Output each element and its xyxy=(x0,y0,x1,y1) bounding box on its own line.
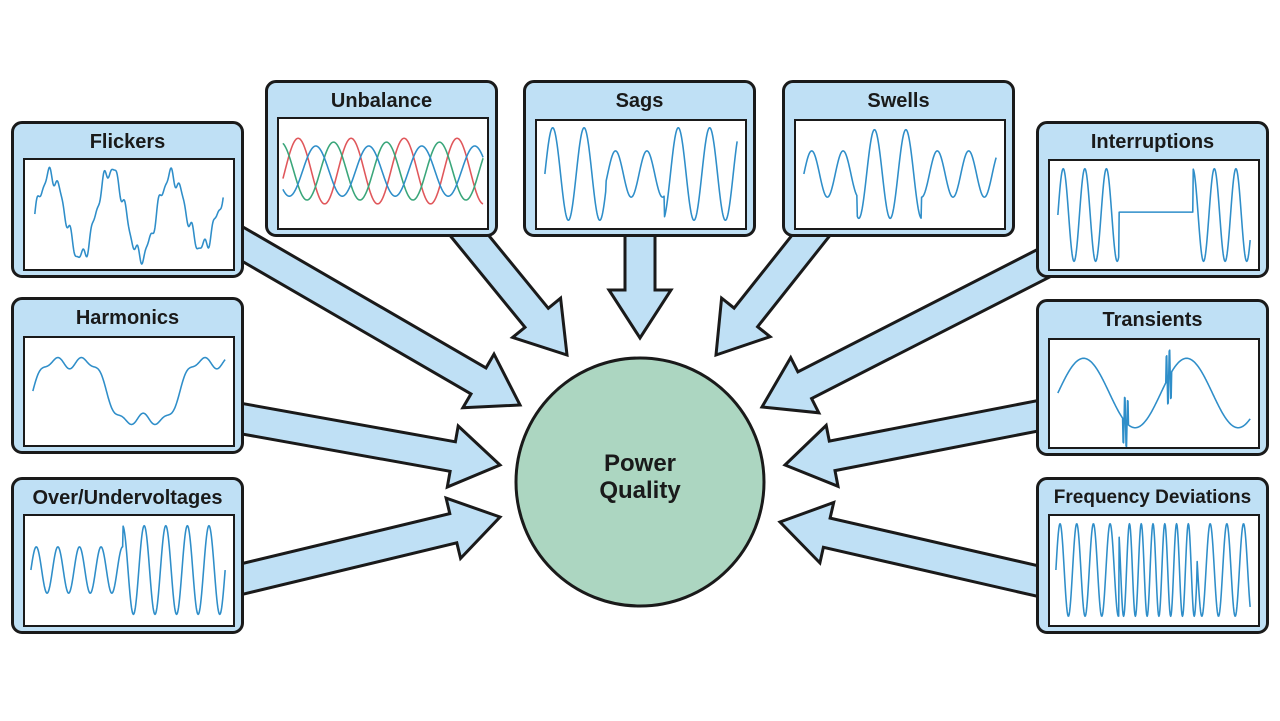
sags-wave-graphic xyxy=(544,126,738,222)
arrow-flickers xyxy=(222,222,523,410)
frequency-deviations-wave-graphic xyxy=(1055,522,1251,618)
panel-swells: Swells xyxy=(782,80,1015,237)
unbalance-wave-graphic xyxy=(282,137,484,205)
unbalance-phase-c xyxy=(282,145,484,197)
panel-sags: Sags xyxy=(523,80,756,237)
flickers-waveform xyxy=(23,158,235,271)
over-undervoltages-wave-line xyxy=(30,524,226,616)
unbalance-waveform xyxy=(277,117,489,230)
interruptions-wave-line xyxy=(1057,167,1251,263)
arrow-sags xyxy=(606,228,674,341)
arrow-frequency-deviations xyxy=(777,500,1048,599)
panel-interruptions-title: Interruptions xyxy=(1090,131,1215,153)
panel-sags-title: Sags xyxy=(615,90,664,112)
panel-flickers: Flickers xyxy=(11,121,244,278)
swells-waveform xyxy=(794,119,1006,230)
harmonics-wave-graphic xyxy=(32,356,226,426)
frequency-deviations-waveform xyxy=(1048,514,1260,627)
frequency-deviations-wave-line xyxy=(1055,522,1251,618)
panel-harmonics: Harmonics xyxy=(11,297,244,454)
swells-wave-line xyxy=(803,128,997,220)
arrows-group xyxy=(222,212,1055,599)
power-quality-circle xyxy=(514,356,766,608)
sags-waveform xyxy=(535,119,747,230)
panel-transients-title: Transients xyxy=(1102,309,1203,331)
transients-wave-line xyxy=(1057,349,1251,447)
arrow-swells xyxy=(714,212,834,358)
unbalance-phase-b xyxy=(282,141,484,201)
arrow-over-undervoltages xyxy=(232,495,503,597)
panel-unbalance-title: Unbalance xyxy=(330,90,433,112)
panel-interruptions: Interruptions xyxy=(1036,121,1269,278)
transients-waveform xyxy=(1048,338,1260,449)
power-quality-label-line2: Quality xyxy=(599,477,681,504)
panel-swells-title: Swells xyxy=(867,90,930,112)
flickers-wave-graphic xyxy=(34,166,224,265)
harmonics-wave-line xyxy=(32,356,226,426)
harmonics-waveform xyxy=(23,336,235,447)
panel-harmonics-title: Harmonics xyxy=(75,307,180,329)
power-quality-label: Power Quality xyxy=(540,450,740,520)
panel-transients: Transients xyxy=(1036,299,1269,456)
panel-over-undervoltages: Over/Undervoltages xyxy=(11,477,244,634)
panel-flickers-title: Flickers xyxy=(89,131,166,153)
power-quality-label-line1: Power xyxy=(603,450,677,477)
panel-frequency-deviations-title: Frequency Deviations xyxy=(1053,487,1252,508)
interruptions-wave-graphic xyxy=(1057,167,1251,263)
panel-frequency-deviations: Frequency Deviations xyxy=(1036,477,1269,634)
sags-wave-line xyxy=(544,126,738,222)
swells-wave-graphic xyxy=(803,128,997,220)
interruptions-waveform xyxy=(1048,159,1260,271)
unbalance-phase-a xyxy=(282,137,484,205)
panel-unbalance: Unbalance xyxy=(265,80,498,237)
arrow-harmonics xyxy=(233,401,503,490)
over-undervoltages-waveform xyxy=(23,514,235,627)
arrow-interruptions xyxy=(759,246,1055,415)
flickers-wave-line xyxy=(34,166,224,265)
over-undervoltages-wave-graphic xyxy=(30,524,226,616)
panel-over-undervoltages-title: Over/Undervoltages xyxy=(32,487,223,509)
arrow-transients xyxy=(782,398,1047,489)
transients-wave-graphic xyxy=(1057,349,1251,447)
